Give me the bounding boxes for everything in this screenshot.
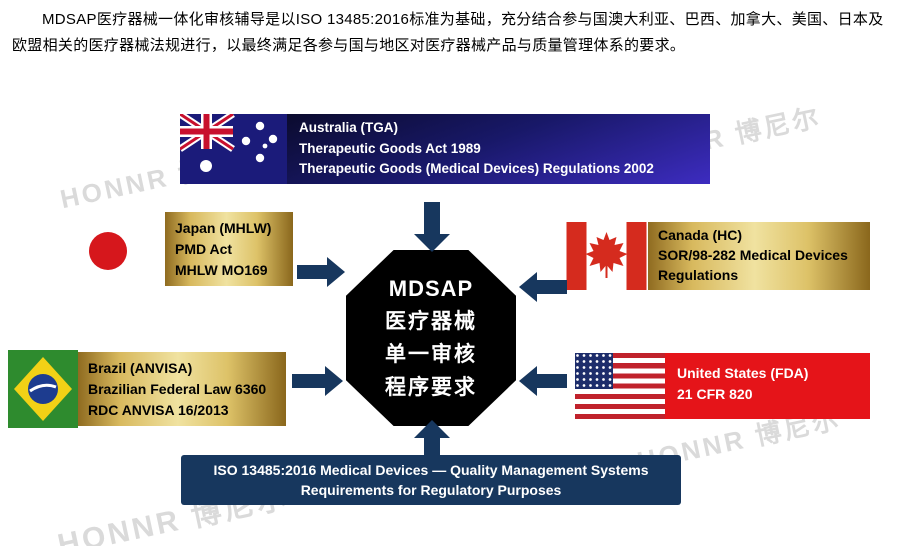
arrow-down-icon — [414, 234, 450, 252]
center-line: 医疗器械 — [385, 309, 477, 333]
usa-box: United States (FDA) 21 CFR 820 — [665, 353, 870, 419]
japan-title: Japan (MHLW) — [175, 220, 272, 236]
canada-title: Canada (HC) — [658, 227, 743, 243]
arrow-shaft — [424, 438, 440, 455]
arrow-shaft — [297, 265, 327, 279]
australia-flag-icon — [180, 114, 287, 184]
brazil-box: Brazil (ANVISA) Brazilian Federal Law 63… — [78, 352, 286, 426]
canada-line: SOR/98-282 Medical Devices — [658, 247, 848, 263]
center-line: 单一审核 — [385, 342, 477, 366]
maple-leaf-icon — [585, 232, 628, 278]
canada-flag-icon — [566, 222, 647, 290]
canada-box: Canada (HC) SOR/98-282 Medical Devices R… — [648, 222, 870, 290]
center-line: 程序要求 — [385, 375, 477, 399]
iso-line: Requirements for Regulatory Purposes — [300, 482, 562, 498]
iso-standard-box: ISO 13485:2016 Medical Devices — Quality… — [181, 455, 681, 505]
brazil-title: Brazil (ANVISA) — [88, 360, 193, 376]
japan-line: PMD Act — [175, 241, 233, 257]
arrow-up-icon — [414, 420, 450, 438]
usa-line: 21 CFR 820 — [677, 386, 753, 402]
japan-flag-icon — [89, 232, 127, 270]
australia-title: Australia (TGA) — [299, 120, 399, 135]
japan-box: Japan (MHLW) PMD Act MHLW MO169 — [165, 212, 293, 286]
arrow-right-icon — [327, 257, 345, 287]
arrow-shaft — [537, 374, 567, 388]
arrow-right-icon — [325, 366, 343, 396]
australia-line: Therapeutic Goods Act 1989 — [299, 140, 481, 156]
arrow-left-icon — [519, 366, 537, 396]
japan-line: MHLW MO169 — [175, 262, 268, 278]
arrow-shaft — [292, 374, 325, 388]
usa-title: United States (FDA) — [677, 365, 809, 381]
mdsap-center-octagon: MDSAP 医疗器械 单一审核 程序要求 — [346, 250, 516, 426]
iso-line: ISO 13485:2016 Medical Devices — Quality… — [213, 462, 649, 478]
australia-box: Australia (TGA) Therapeutic Goods Act 19… — [287, 114, 710, 184]
center-line: MDSAP — [388, 275, 474, 301]
australia-line: Therapeutic Goods (Medical Devices) Regu… — [299, 161, 654, 176]
usa-flag-canton — [575, 353, 613, 389]
brazil-flag-icon — [8, 350, 78, 428]
usa-flag-icon — [575, 353, 665, 419]
intro-paragraph: MDSAP医疗器械一体化审核辅导是以ISO 13485:2016标准为基础，充分… — [12, 11, 884, 54]
arrow-shaft — [424, 202, 440, 234]
canada-line: Regulations — [658, 267, 739, 283]
arrow-shaft — [537, 280, 567, 294]
brazil-line: Brazilian Federal Law 6360 — [88, 381, 267, 397]
arrow-left-icon — [519, 272, 537, 302]
brazil-line: RDC ANVISA 16/2013 — [88, 402, 229, 418]
